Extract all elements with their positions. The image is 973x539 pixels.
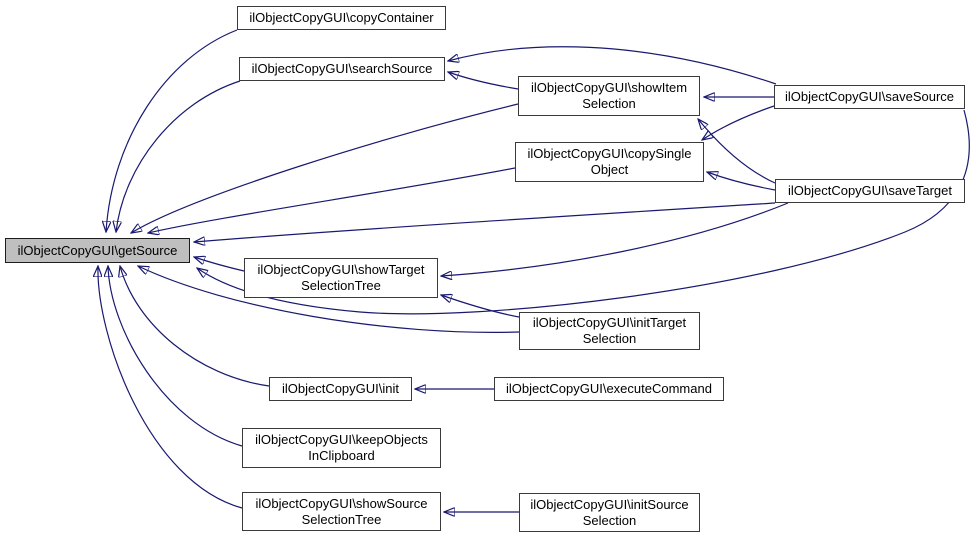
edge-saveTarget-getSource — [194, 202, 776, 242]
edge-saveTarget-copySingleObject — [707, 172, 776, 191]
edge-initTargetSelection-getSource — [138, 266, 520, 333]
edge-copyContainer-getSource — [106, 29, 238, 232]
edge-showSourceSelectionTree-getSource — [98, 266, 243, 509]
node-keepObjectsInClipboard[interactable]: ilObjectCopyGUI\keepObjects InClipboard — [242, 428, 441, 468]
edge-saveTarget-showItemSelection — [698, 119, 776, 184]
edge-showItemSelection-searchSource — [448, 72, 519, 90]
node-saveTarget[interactable]: ilObjectCopyGUI\saveTarget — [775, 179, 965, 203]
edge-copySingleObject-getSource — [148, 167, 516, 233]
node-initSourceSelection[interactable]: ilObjectCopyGUI\initSource Selection — [519, 493, 700, 532]
edge-initTargetSelection-showTargetSelectionTree — [441, 295, 520, 318]
node-showSourceSelectionTree[interactable]: ilObjectCopyGUI\showSource SelectionTree — [242, 492, 441, 531]
node-getSource[interactable]: ilObjectCopyGUI\getSource — [5, 238, 190, 263]
node-showTargetSelectionTree[interactable]: ilObjectCopyGUI\showTarget SelectionTree — [244, 258, 438, 298]
node-executeCommand[interactable]: ilObjectCopyGUI\executeCommand — [494, 377, 724, 401]
edge-saveSource-copySingleObject — [702, 105, 775, 140]
node-initTargetSelection[interactable]: ilObjectCopyGUI\initTarget Selection — [519, 312, 700, 350]
edge-showTargetSelectionTree-getSource — [194, 257, 245, 272]
node-saveSource[interactable]: ilObjectCopyGUI\saveSource — [774, 85, 965, 109]
edge-saveSource-searchSource — [448, 46, 777, 85]
node-showItemSelection[interactable]: ilObjectCopyGUI\showItem Selection — [518, 76, 700, 116]
edge-saveTarget-showTargetSelectionTree — [441, 202, 789, 276]
edge-showItemSelection-getSource — [131, 103, 519, 233]
node-copyContainer[interactable]: ilObjectCopyGUI\copyContainer — [237, 6, 446, 30]
edge-searchSource-getSource — [116, 80, 241, 232]
node-init[interactable]: ilObjectCopyGUI\init — [269, 377, 412, 401]
node-copySingleObject[interactable]: ilObjectCopyGUI\copySingle Object — [515, 142, 704, 182]
edge-keepObjectsInClipboard-getSource — [108, 266, 243, 447]
edge-saveSource-getSource — [197, 109, 970, 315]
node-searchSource[interactable]: ilObjectCopyGUI\searchSource — [239, 57, 445, 81]
edge-init-getSource — [120, 266, 270, 387]
